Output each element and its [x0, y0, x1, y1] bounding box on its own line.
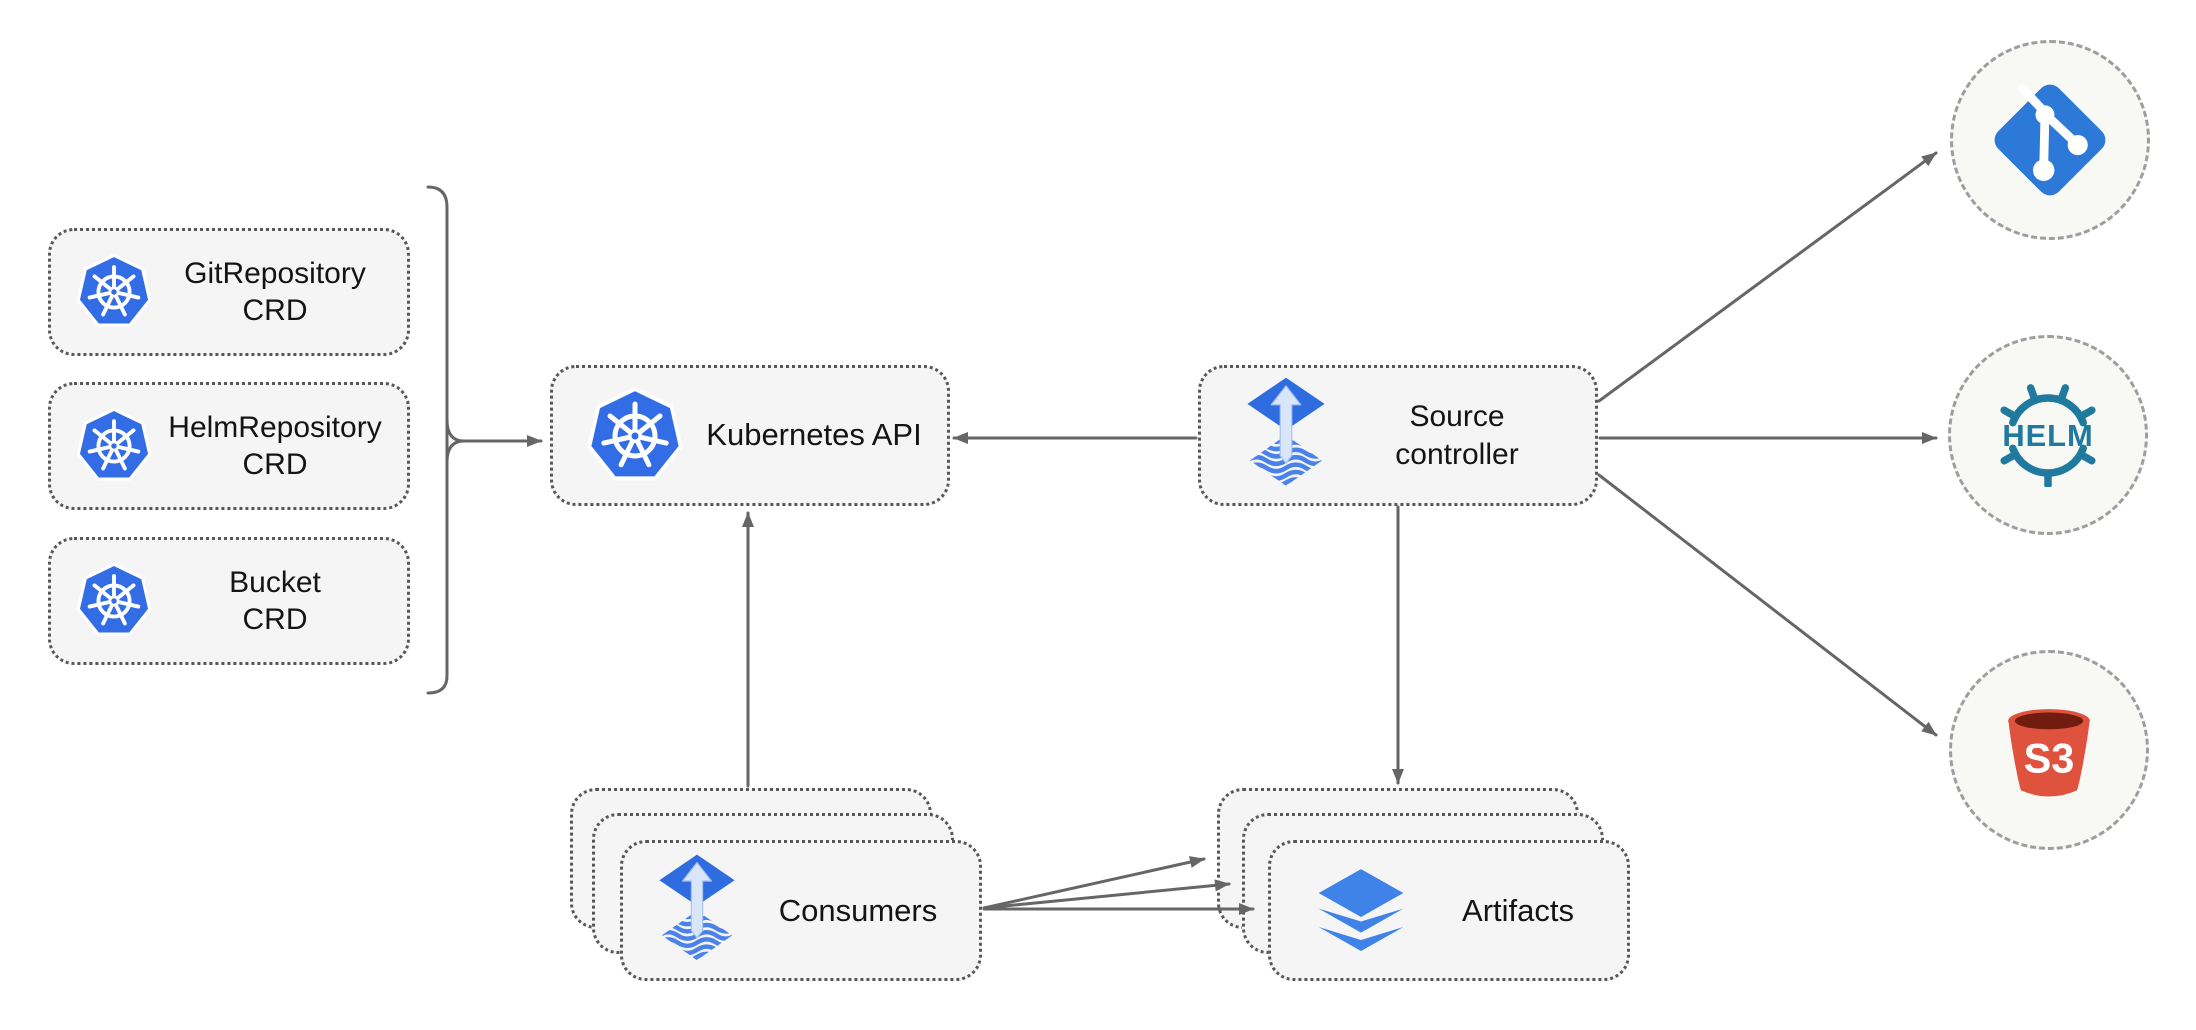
bucket-crd-label: Bucket CRD	[229, 565, 321, 636]
kubernetes-api-label: Kubernetes API	[706, 417, 922, 453]
kubernetes-api-node: Kubernetes API	[550, 365, 950, 506]
bracket-merge-top	[445, 418, 466, 443]
consumers-label: Consumers	[778, 892, 938, 928]
helm-source-circle: HELM	[1948, 335, 2148, 535]
s3-bucket-icon: S3	[1993, 694, 2105, 806]
flux-icon	[1245, 376, 1327, 495]
arrow-source-to-git	[1597, 151, 1938, 403]
helmrepository-crd-node: HelmRepository CRD	[48, 382, 410, 510]
git-icon	[1987, 77, 2113, 203]
gitrepository-crd-node: GitRepository CRD	[48, 228, 410, 356]
gitrepository-crd-label: GitRepository CRD	[184, 256, 366, 327]
crd-group-bracket	[426, 185, 449, 695]
helm-icon: HELM	[1987, 384, 2109, 487]
source-controller-label: Source controller	[1395, 400, 1519, 471]
kubernetes-icon	[75, 407, 153, 485]
source-controller-node: Source controller	[1198, 365, 1598, 506]
artifacts-label: Artifacts	[1462, 892, 1574, 928]
s3-source-circle: S3	[1949, 650, 2149, 850]
helm-label: HELM	[2002, 417, 2093, 452]
kubernetes-icon	[75, 253, 153, 331]
bucket-crd-node: Bucket CRD	[48, 537, 410, 665]
arrow-consumers-to-artifacts-2	[982, 879, 1231, 910]
helmrepository-crd-label: HelmRepository CRD	[168, 410, 382, 481]
bracket-merge-bottom	[445, 439, 466, 464]
kubernetes-icon	[585, 386, 685, 486]
artifacts-node: Artifacts	[1268, 840, 1630, 981]
s3-label: S3	[2024, 734, 2075, 781]
layers-icon	[1315, 868, 1407, 953]
flux-icon	[657, 853, 737, 969]
arrow-source-to-s3	[1597, 473, 1938, 737]
consumers-node: Consumers	[620, 840, 982, 981]
kubernetes-icon	[75, 562, 153, 640]
git-source-circle	[1950, 40, 2150, 240]
arrow-consumers-to-artifacts-1	[982, 856, 1206, 910]
